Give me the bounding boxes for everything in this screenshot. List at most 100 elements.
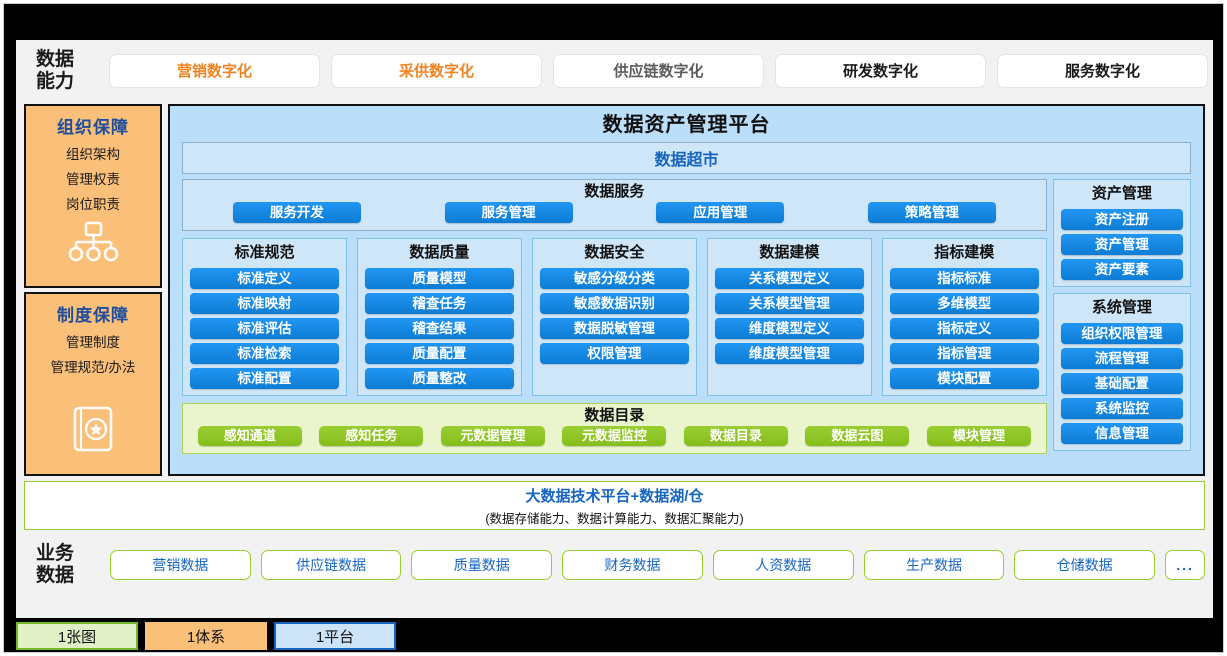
std-button-search[interactable]: 标准检索 [190,343,339,364]
catalog-button-module-manage[interactable]: 模块管理 [926,426,1031,446]
asset-button-register[interactable]: 资产注册 [1060,209,1183,230]
guarantee-item-job-duty: 岗位职责 [66,197,120,212]
column-data-quality: 数据质量 质量模型 稽查任务 稽查结果 质量配置 质量整改 [356,238,522,396]
service-button-application[interactable]: 应用管理 [656,202,785,223]
legend-item-one-platform: 1平台 [274,622,396,650]
capability-title: 数据 能力 [36,49,102,93]
data-service-block: 数据服务 服务开发 服务管理 应用管理 策略管理 [182,179,1047,231]
platform-body: 数据服务 服务开发 服务管理 应用管理 策略管理 标准规范 标准定义 [182,179,1191,454]
business-pill-quality[interactable]: 质量数据 [411,550,553,580]
security-button-classification[interactable]: 敏感分级分类 [539,268,689,289]
quality-button-rectify[interactable]: 质量整改 [364,368,514,389]
legend-item-one-system: 1体系 [145,622,267,650]
asset-management-block: 资产管理 资产注册 资产管理 资产要素 [1052,179,1191,287]
capability-pill-list: 营销数字化 采供数字化 供应链数字化 研发数字化 服务数字化 [102,54,1213,87]
capability-pill-service[interactable]: 服务数字化 [998,54,1207,87]
diagram-canvas: 数据 能力 营销数字化 采供数字化 供应链数字化 研发数字化 服务数字化 组织保… [16,40,1213,618]
guarantee-item-mgmt-system: 管理制度 [66,335,120,350]
policy-badge-icon [71,405,115,458]
security-button-permission[interactable]: 权限管理 [539,343,689,364]
column-title-data-security: 数据安全 [584,244,645,261]
std-button-definition[interactable]: 标准定义 [190,268,339,289]
business-pill-warehouse[interactable]: 仓储数据 [1014,550,1156,580]
model-button-dimension-define[interactable]: 维度模型定义 [714,318,864,339]
system-button-process[interactable]: 流程管理 [1060,348,1183,369]
metric-button-management[interactable]: 指标管理 [889,343,1039,364]
capability-title-line2: 能力 [36,70,75,92]
data-catalog-buttons: 感知通道 感知任务 元数据管理 元数据监控 数据目录 数据云图 模块管理 [183,426,1046,446]
service-button-develop[interactable]: 服务开发 [232,202,361,223]
platform-title: 数据资产管理平台 [602,114,771,136]
data-asset-platform: 数据资产管理平台 数据超市 数据服务 服务开发 服务管理 应用管理 策略管理 [168,104,1205,476]
security-button-identify[interactable]: 敏感数据识别 [539,293,689,314]
std-button-assessment[interactable]: 标准评估 [190,318,339,339]
bigdata-platform-subtitle: (数据存储能力、数据计算能力、数据汇聚能力) [485,511,744,526]
quality-button-model[interactable]: 质量模型 [364,268,514,289]
catalog-button-data-catalog[interactable]: 数据目录 [683,426,788,446]
business-pill-supply-chain[interactable]: 供应链数据 [260,550,402,580]
catalog-button-sense-channel[interactable]: 感知通道 [197,426,302,446]
column-standard-spec: 标准规范 标准定义 标准映射 标准评估 标准检索 标准配置 [182,238,347,396]
capability-pill-rnd[interactable]: 研发数字化 [776,54,985,87]
catalog-button-sense-task[interactable]: 感知任务 [319,426,424,446]
data-catalog-title: 数据目录 [584,407,645,424]
catalog-button-data-cloud-map[interactable]: 数据云图 [805,426,910,446]
model-button-relation-define[interactable]: 关系模型定义 [714,268,864,289]
metric-button-module-config[interactable]: 模块配置 [889,368,1039,389]
data-service-title: 数据服务 [584,183,645,200]
quality-button-audit-result[interactable]: 稽查结果 [364,318,514,339]
quality-button-audit-task[interactable]: 稽查任务 [364,293,514,314]
capability-title-line1: 数据 [36,48,75,70]
business-pill-production[interactable]: 生产数据 [863,550,1005,580]
capability-row: 数据 能力 营销数字化 采供数字化 供应链数字化 研发数字化 服务数字化 [16,40,1213,101]
asset-button-element[interactable]: 资产要素 [1060,259,1183,280]
guarantee-title-organization: 组织保障 [57,118,129,137]
capability-pill-marketing[interactable]: 营销数字化 [110,54,319,87]
business-pill-finance[interactable]: 财务数据 [562,550,703,580]
column-title-metric-modeling: 指标建模 [934,244,995,261]
capability-pill-procurement[interactable]: 采供数字化 [332,54,541,87]
business-data-title: 业务 数据 [36,543,102,587]
std-button-config[interactable]: 标准配置 [190,368,339,389]
capability-pill-supply-chain[interactable]: 供应链数字化 [554,54,763,87]
service-button-policy[interactable]: 策略管理 [867,202,996,223]
system-button-monitor[interactable]: 系统监控 [1060,398,1183,419]
std-button-mapping[interactable]: 标准映射 [190,293,339,314]
catalog-button-metadata-manage[interactable]: 元数据管理 [440,426,545,446]
metric-button-multidim[interactable]: 多维模型 [889,293,1039,314]
column-data-modeling: 数据建模 关系模型定义 关系模型管理 维度模型定义 维度模型管理 [706,238,872,396]
guarantee-panel-organization[interactable]: 组织保障 组织架构 管理权责 岗位职责 [24,104,162,288]
asset-button-manage[interactable]: 资产管理 [1060,234,1183,255]
business-pill-more[interactable]: ... [1165,550,1206,580]
capability-columns: 标准规范 标准定义 标准映射 标准评估 标准检索 标准配置 数据质量 质量模型 … [182,238,1047,396]
catalog-button-metadata-monitor[interactable]: 元数据监控 [562,426,667,446]
guarantee-item-org-structure: 组织架构 [66,147,120,162]
system-button-info-manage[interactable]: 信息管理 [1060,423,1183,444]
system-button-org-permission[interactable]: 组织权限管理 [1060,323,1183,344]
business-data-row: 业务 数据 营销数据 供应链数据 质量数据 财务数据 人资数据 生产数据 仓储数… [16,536,1213,594]
business-pill-hr[interactable]: 人资数据 [712,550,854,580]
management-column: 资产管理 资产注册 资产管理 资产要素 系统管理 组织权限管理 流程管理 基础配… [1052,179,1191,454]
legend-item-one-map: 1张图 [16,622,138,650]
guarantee-column: 组织保障 组织架构 管理权责 岗位职责 制度保障 管理制度 管理 [24,104,162,476]
security-button-masking[interactable]: 数据脱敏管理 [539,318,689,339]
guarantee-panel-policy[interactable]: 制度保障 管理制度 管理规范/办法 [24,292,162,476]
system-management-block: 系统管理 组织权限管理 流程管理 基础配置 系统监控 信息管理 [1052,293,1191,451]
system-management-title: 系统管理 [1091,299,1152,316]
diagram-frame: 数据 能力 营销数字化 采供数字化 供应链数字化 研发数字化 服务数字化 组织保… [3,3,1224,653]
quality-button-config[interactable]: 质量配置 [364,343,514,364]
bigdata-platform-title: 大数据技术平台+数据湖/仓 [525,487,704,505]
system-button-basic-config[interactable]: 基础配置 [1060,373,1183,394]
column-metric-modeling: 指标建模 指标标准 多维模型 指标定义 指标管理 模块配置 [881,238,1047,396]
metric-button-standard[interactable]: 指标标准 [889,268,1039,289]
data-service-buttons: 服务开发 服务管理 应用管理 策略管理 [183,202,1046,223]
guarantee-item-mgmt-authority: 管理权责 [66,172,120,187]
model-button-dimension-manage[interactable]: 维度模型管理 [714,343,864,364]
data-supermarket-bar[interactable]: 数据超市 [182,142,1191,174]
model-button-relation-manage[interactable]: 关系模型管理 [714,293,864,314]
metric-button-definition[interactable]: 指标定义 [889,318,1039,339]
guarantee-item-mgmt-spec: 管理规范/办法 [50,360,136,375]
service-button-manage[interactable]: 服务管理 [444,202,573,223]
column-data-security: 数据安全 敏感分级分类 敏感数据识别 数据脱敏管理 权限管理 [531,238,697,396]
business-pill-marketing[interactable]: 营销数据 [110,550,251,580]
